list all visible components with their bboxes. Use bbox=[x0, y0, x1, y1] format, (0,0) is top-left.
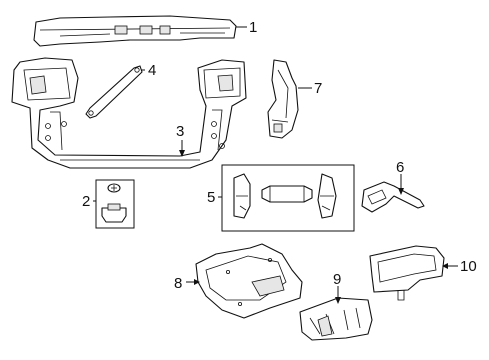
part-3-radiator-support bbox=[11, 57, 247, 169]
part-7-side-bracket bbox=[267, 59, 299, 139]
part-8-splash-shield bbox=[195, 243, 303, 319]
callout-6: 6 bbox=[396, 159, 404, 176]
callout-8: 8 bbox=[174, 275, 182, 292]
part-2-box bbox=[95, 179, 135, 229]
part-5-brackets bbox=[233, 173, 337, 219]
part-1-upper-tie-bar bbox=[33, 15, 237, 47]
callout-9: 9 bbox=[333, 271, 341, 288]
part-4-brace bbox=[85, 65, 143, 119]
part-9-lower-shield bbox=[299, 297, 373, 341]
callout-5: 5 bbox=[207, 189, 215, 206]
part-2-fastener bbox=[101, 183, 127, 223]
callout-1: 1 bbox=[249, 19, 257, 36]
callout-2: 2 bbox=[82, 193, 90, 210]
callout-4: 4 bbox=[148, 62, 156, 79]
callout-7: 7 bbox=[314, 80, 322, 97]
part-6-rail bbox=[361, 181, 425, 213]
part-10-side-panel bbox=[369, 245, 445, 301]
callout-10: 10 bbox=[460, 258, 477, 275]
callout-3: 3 bbox=[176, 123, 184, 140]
part-5-box bbox=[221, 164, 355, 232]
